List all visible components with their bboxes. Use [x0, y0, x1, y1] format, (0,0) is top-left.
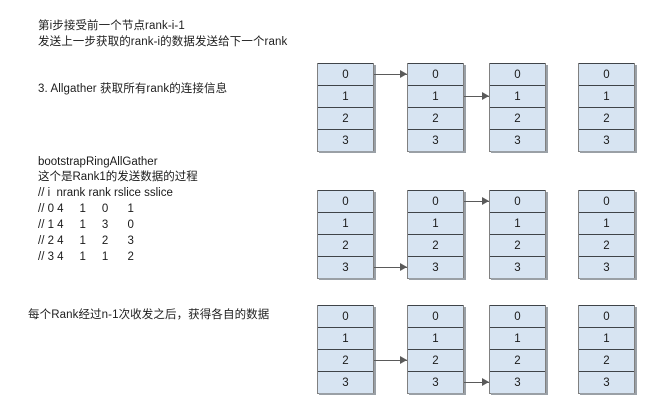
function-description: 这个是Rank1的发送数据的过程 [38, 171, 198, 183]
ring-cell[interactable]: 2 [408, 107, 463, 129]
ring-cell[interactable]: 1 [579, 327, 634, 349]
arrow-head-icon [400, 262, 407, 271]
ring-cell[interactable]: 0 [408, 305, 463, 327]
ring-cell[interactable]: 1 [579, 212, 634, 234]
ring-cell[interactable]: 3 [318, 256, 373, 278]
arrow-head-icon [482, 377, 489, 386]
ring-cell[interactable]: 3 [490, 371, 545, 393]
ring-cell[interactable]: 3 [318, 371, 373, 393]
ring-cell[interactable]: 2 [408, 234, 463, 256]
flow-arrow [464, 377, 489, 387]
ring-cell[interactable]: 2 [408, 349, 463, 371]
arrow-head-icon [482, 91, 489, 100]
ring-cell[interactable]: 1 [408, 85, 463, 107]
ring-cell[interactable]: 1 [490, 327, 545, 349]
top-note-line-1: 第i步接受前一个节点rank-i-1 [38, 20, 185, 32]
arrow-shaft [464, 200, 489, 202]
ring-cell[interactable]: 0 [318, 190, 373, 212]
ring-cell[interactable]: 0 [408, 190, 463, 212]
ring-cell[interactable]: 3 [579, 371, 634, 393]
ring-cell[interactable]: 2 [579, 349, 634, 371]
ring-cell[interactable]: 0 [490, 305, 545, 327]
code-row-0: // 0 4 1 0 1 [38, 203, 134, 215]
ring-cell[interactable]: 3 [408, 371, 463, 393]
code-row-2: // 2 4 1 2 3 [38, 235, 134, 247]
ring-cell[interactable]: 3 [579, 129, 634, 151]
arrow-shaft [464, 381, 489, 383]
ring-cell[interactable]: 1 [318, 212, 373, 234]
top-note-line-2: 发送上一步获取的rank-i的数据发送给下一个rank [38, 36, 288, 48]
arrow-shaft [374, 359, 407, 361]
code-row-3: // 3 4 1 1 2 [38, 251, 134, 263]
flow-arrow [374, 262, 407, 272]
ring-cell[interactable]: 1 [318, 85, 373, 107]
ring-cell[interactable]: 3 [408, 129, 463, 151]
code-row-1: // 1 4 1 3 0 [38, 219, 134, 231]
ring-cell[interactable]: 3 [579, 256, 634, 278]
ring-cell[interactable]: 1 [490, 85, 545, 107]
code-header: // i nrank rank rslice sslice [38, 187, 173, 199]
flow-arrow [464, 91, 489, 101]
arrow-shaft [464, 95, 489, 97]
ring-cell[interactable]: 0 [318, 63, 373, 85]
ring-cell[interactable]: 0 [579, 305, 634, 327]
arrow-head-icon [400, 69, 407, 78]
ring-cell[interactable]: 1 [318, 327, 373, 349]
arrow-shaft [374, 266, 407, 268]
step-title: 3. Allgather 获取所有rank的连接信息 [38, 83, 228, 95]
ring-cell[interactable]: 0 [579, 190, 634, 212]
ring-cell[interactable]: 2 [490, 234, 545, 256]
ring-cell[interactable]: 0 [579, 63, 634, 85]
arrow-shaft [374, 73, 407, 75]
ring-cell[interactable]: 0 [490, 63, 545, 85]
ring-cell[interactable]: 1 [408, 327, 463, 349]
ring-cell[interactable]: 2 [318, 107, 373, 129]
bottom-note: 每个Rank经过n-1次收发之后，获得各自的数据 [28, 309, 270, 321]
ring-cell[interactable]: 2 [490, 107, 545, 129]
arrow-head-icon [482, 196, 489, 205]
ring-cell[interactable]: 3 [318, 129, 373, 151]
ring-cell[interactable]: 2 [318, 234, 373, 256]
ring-cell[interactable]: 2 [490, 349, 545, 371]
ring-cell[interactable]: 0 [408, 63, 463, 85]
arrow-head-icon [400, 355, 407, 364]
ring-cell[interactable]: 1 [408, 212, 463, 234]
function-name: bootstrapRingAllGather [38, 156, 158, 168]
ring-cell[interactable]: 3 [490, 129, 545, 151]
flow-arrow [374, 69, 407, 79]
ring-cell[interactable]: 0 [318, 305, 373, 327]
ring-cell[interactable]: 3 [408, 256, 463, 278]
ring-cell[interactable]: 2 [318, 349, 373, 371]
ring-cell[interactable]: 1 [579, 85, 634, 107]
flow-arrow [464, 196, 489, 206]
ring-cell[interactable]: 0 [490, 190, 545, 212]
ring-cell[interactable]: 2 [579, 234, 634, 256]
ring-cell[interactable]: 2 [579, 107, 634, 129]
ring-cell[interactable]: 3 [490, 256, 545, 278]
flow-arrow [374, 355, 407, 365]
ring-cell[interactable]: 1 [490, 212, 545, 234]
